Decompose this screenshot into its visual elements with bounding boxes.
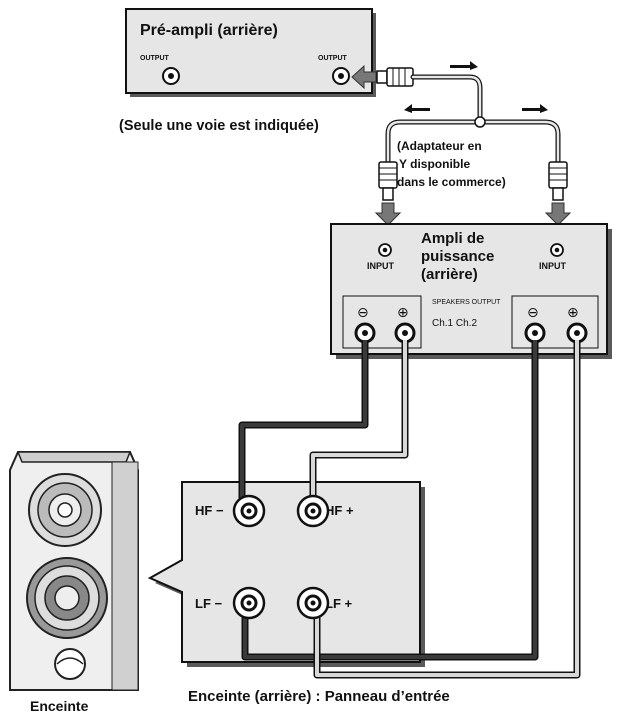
preamp-output-jack-left[interactable] — [162, 67, 180, 85]
power-amp-input-label-left: INPUT — [367, 261, 395, 271]
preamp-output-label-left: OUTPUT — [140, 55, 170, 62]
minus-icon: ⊖ — [357, 304, 369, 320]
adapter-note-line3: dans le commerce) — [397, 175, 506, 189]
rca-plug-right-icon — [548, 161, 568, 201]
power-amp-title-line3: (arrière) — [421, 266, 478, 283]
speakers-output-label: SPEAKERS OUTPUT — [432, 299, 501, 306]
connect-arrow-icon — [351, 64, 377, 90]
speaker-label: Enceinte — [30, 698, 89, 712]
adapter-note-line2: Y disponible — [399, 157, 470, 171]
speaker-icon — [9, 451, 139, 691]
rca-plug-left-icon — [378, 161, 398, 201]
ch1-plus-terminal[interactable] — [394, 322, 416, 344]
down-arrow-right-icon — [544, 202, 572, 226]
speaker-cables — [238, 340, 581, 679]
hf-plus-terminal[interactable] — [296, 494, 330, 528]
preamp-title: Pré-ampli (arrière) — [140, 22, 278, 39]
plus-icon: ⊕ — [567, 304, 579, 320]
power-amp-panel: Ampli de puissance (arrière) INPUT INPUT… — [330, 223, 612, 359]
channels-label: Ch.1 Ch.2 — [432, 318, 477, 329]
ch1-minus-terminal[interactable] — [354, 322, 376, 344]
down-arrow-left-icon — [374, 202, 402, 226]
lf-minus-terminal[interactable] — [232, 586, 266, 620]
hf-plus-label: HF + — [325, 503, 354, 518]
signal-direction-arrows — [404, 61, 548, 113]
plus-icon: ⊕ — [397, 304, 409, 320]
power-amp-input-label-right: INPUT — [539, 261, 567, 271]
lf-plus-terminal[interactable] — [296, 586, 330, 620]
ch2-minus-terminal[interactable] — [524, 322, 546, 344]
hf-minus-terminal[interactable] — [232, 494, 266, 528]
panel-caption: Enceinte (arrière) : Panneau d’entrée — [188, 688, 450, 705]
hf-minus-label: HF − — [195, 503, 224, 518]
ch2-plus-terminal[interactable] — [566, 322, 588, 344]
preamp-output-label-right: OUTPUT — [318, 55, 348, 62]
power-amp-input-jack-left[interactable] — [378, 243, 392, 257]
minus-icon: ⊖ — [527, 304, 539, 320]
power-amp-title-line2: puissance — [421, 248, 494, 265]
rca-plug-icon — [376, 67, 414, 87]
power-amp-title-line1: Ampli de — [421, 230, 484, 247]
speaker-input-panel: HF − HF + LF − LF + — [147, 481, 425, 667]
lf-minus-label: LF − — [195, 596, 222, 611]
power-amp-input-jack-right[interactable] — [550, 243, 564, 257]
y-adapter-junction — [474, 116, 486, 128]
adapter-note-line1: (Adaptateur en — [397, 139, 482, 153]
preamp-output-jack-right[interactable] — [332, 67, 350, 85]
preamp-note: (Seule une voie est indiquée) — [119, 118, 319, 134]
preamp-panel: Pré-ampli (arrière) OUTPUT OUTPUT — [125, 8, 376, 97]
lf-plus-label: LF + — [325, 596, 352, 611]
y-adapter-cable — [385, 74, 561, 165]
